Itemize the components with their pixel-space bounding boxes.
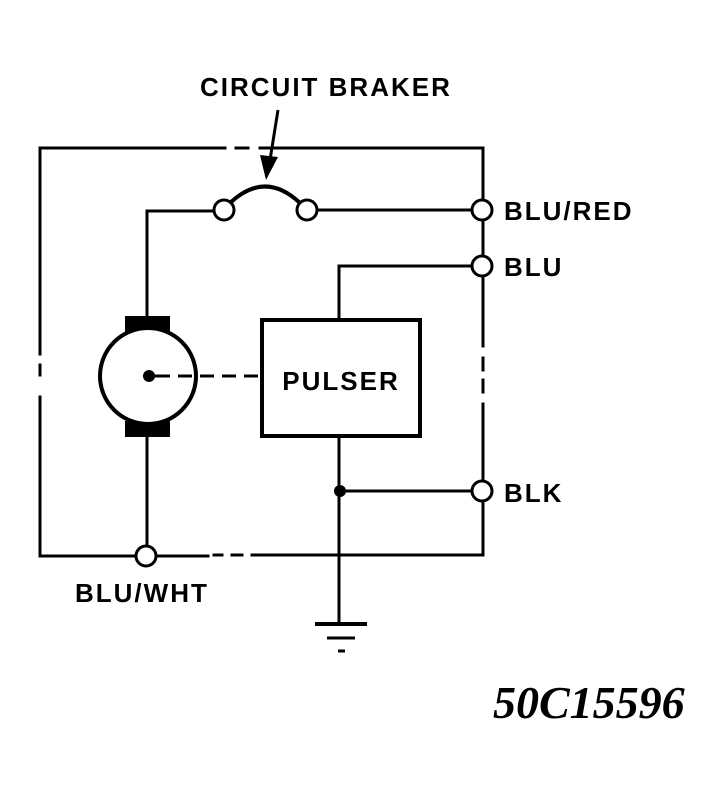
junction-dot	[334, 485, 346, 497]
blk-label: BLK	[504, 478, 563, 508]
breaker-contact-right	[295, 198, 319, 222]
motor-brush-bottom	[125, 421, 170, 437]
pulser: PULSER	[260, 264, 474, 624]
terminals	[134, 198, 494, 568]
pulser-box	[260, 318, 422, 438]
part-number: 50C15596	[493, 677, 685, 728]
circuit-breaker-label: CIRCUIT BRAKER	[200, 72, 452, 102]
circuit-breaker	[145, 109, 474, 318]
frame-top-right-segment	[258, 146, 485, 202]
terminal-blu-wht	[134, 544, 158, 568]
outer-frame	[38, 146, 485, 558]
blu-wire	[337, 264, 474, 322]
terminal-blu	[470, 254, 494, 278]
blu-wht-label: BLU/WHT	[75, 578, 209, 608]
motor	[98, 316, 262, 548]
pulser-label: PULSER	[282, 366, 399, 396]
terminal-blk	[470, 479, 494, 503]
terminal-blu-red	[470, 198, 494, 222]
blu-red-label: BLU/RED	[504, 196, 634, 226]
breaker-contact-left	[212, 198, 236, 222]
blu-label: BLU	[504, 252, 563, 282]
frame-top-left-segment	[38, 146, 227, 342]
breaker-arrow-shaft	[268, 109, 280, 161]
ground-icon	[315, 622, 367, 653]
breaker-arc	[228, 184, 302, 205]
arrow-down-icon	[260, 155, 278, 180]
frame-bottom-left-segment	[38, 395, 138, 558]
motor-feed-wire	[145, 209, 216, 318]
frame-bottom-right-segment	[250, 500, 485, 557]
